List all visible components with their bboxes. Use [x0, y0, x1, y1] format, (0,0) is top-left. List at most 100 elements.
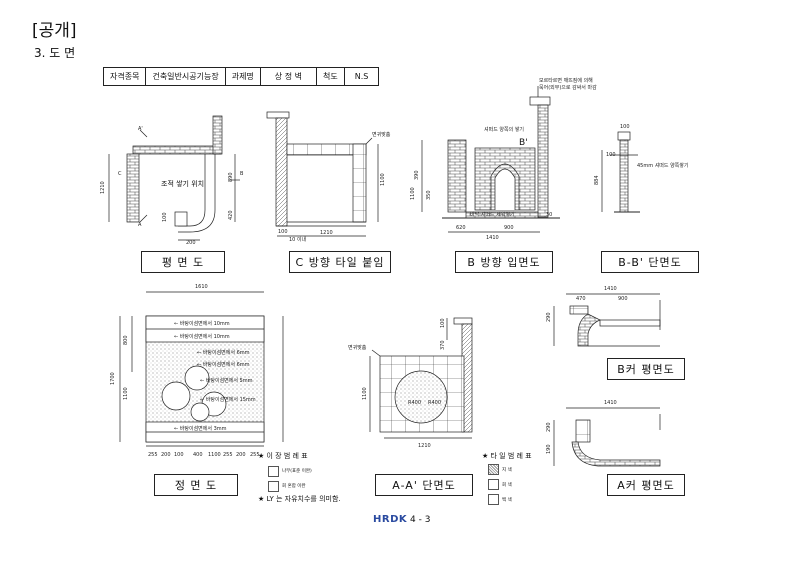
info-cell-value-2: 상 정 벽: [259, 67, 317, 86]
stone-legend-note-text: LY 는 자유치수를 의미함.: [266, 495, 341, 503]
bb-note: 45mm 셔떠드 양쪽쌓기: [637, 162, 688, 169]
tile-legend-swatch-3: [488, 494, 499, 505]
stone-legend-item-1: 나무(표준 이완): [282, 469, 312, 474]
b-elev-dim-6: 350: [426, 190, 432, 200]
page-number: 4 - 3: [410, 515, 431, 525]
c-tile-note: 면귀맞춤: [372, 131, 391, 138]
star-icon: ★: [258, 495, 265, 503]
view-title-plan: 평 면 도: [141, 251, 225, 273]
b-elev-dim-3: 390: [414, 170, 420, 180]
info-cell-value-1: 건축일반시공기능장: [145, 67, 226, 86]
front-row-note-2: ← 바탕이섬면에서 10mm: [174, 333, 230, 340]
aa-dim-3: 100: [440, 318, 446, 328]
brand-logo: HRDK: [373, 514, 408, 525]
b-elev-dim-5: 900: [504, 225, 514, 231]
front-row-note-6: ← 바탕이섬면에서 15mm: [200, 396, 256, 403]
b-plan-dim-1: 1410: [604, 286, 617, 292]
aa-dim-4: 370: [440, 340, 446, 350]
plan-section-mark-c: C: [118, 171, 122, 177]
front-row-note-3: ← 바탕이섬면에서 6mm: [197, 349, 250, 356]
front-row-note-5: ← 바탕이섬면에서 5mm: [200, 377, 253, 384]
plan-masonry-label: 조적 쌓기 위치: [161, 179, 204, 188]
a-plan-dim-1: 1410: [604, 400, 617, 406]
b-plan-view: [553, 293, 661, 347]
view-title-b-elevation: B 방향 입면도: [455, 251, 553, 273]
plan-dim-3: 420: [228, 210, 234, 220]
c-tile-dim-3: 100: [278, 229, 288, 235]
b-elev-dim-1: 620: [456, 225, 466, 231]
front-bottom-dim: 255: [250, 452, 260, 458]
page-footer: HRDK 4 - 3: [373, 514, 430, 525]
c-tile-dim-1: 1210: [320, 230, 333, 236]
view-title-front: 정 면 도: [154, 474, 238, 496]
tile-legend-swatch-2: [488, 479, 499, 490]
front-bottom-dim: 100: [174, 452, 184, 458]
front-bottom-dim: 255: [223, 452, 233, 458]
a-plan-dim-2: 290: [546, 422, 552, 432]
b-plan-dim-2: 470: [576, 296, 586, 302]
c-tile-view: [266, 111, 379, 237]
front-bottom-dim: 255: [148, 452, 158, 458]
b-elev-dim-4: 1100: [410, 187, 416, 200]
front-bottom-dim: 200: [161, 452, 171, 458]
stone-legend-swatch-2: [268, 481, 279, 492]
tile-legend-item-1: 지 색: [502, 468, 512, 473]
front-bottom-dim: 400: [193, 452, 203, 458]
a-plan-view: [553, 407, 661, 467]
bb-dim-3: 884: [594, 175, 600, 185]
bb-section-view: [601, 131, 640, 213]
front-view: [119, 291, 284, 447]
front-row-note-7: ← 바탕이섬면에서 3mm: [174, 425, 227, 432]
front-bottom-dim: 1100: [208, 452, 221, 458]
info-cell-value-3: N.S: [343, 67, 380, 86]
stone-legend-note: ★ LY 는 자유치수를 의미함.: [258, 494, 341, 504]
front-dim-top: 1610: [195, 284, 208, 290]
view-title-a-plan: A커 평면도: [607, 474, 685, 496]
info-cell-label-1: 자격종목: [102, 67, 147, 86]
b-elev-note-1: 모르타르면 깨뜨짐에 의해: [539, 77, 593, 84]
stone-legend: ★ 이 장 범 례 표: [258, 451, 308, 461]
tile-legend: ★ 타 일 범 례 표: [482, 451, 532, 461]
bb-dim-2: 100: [606, 152, 616, 158]
aa-radius-1: R400: [408, 400, 421, 406]
view-title-aa-section: A-A' 단면도: [375, 474, 473, 496]
b-elev-dim-2: 1410: [486, 235, 499, 241]
plan-dim-4: 200: [186, 240, 196, 246]
star-icon: ★: [482, 452, 489, 460]
front-bottom-dims: 255 200 100 400 1100 255 200 255: [148, 452, 260, 458]
aa-section-view: [369, 317, 473, 439]
info-table: 자격종목 건축일반시공기능장 과제명 상 정 벽 척도 N.S: [102, 67, 380, 86]
plan-view: [108, 115, 240, 241]
b-elev-note-2: 묵어(외부)으로 감싸서 마감: [539, 84, 597, 91]
plan-dim-5: 100: [162, 212, 168, 222]
tile-legend-swatch-1: [488, 464, 499, 475]
aa-dim-2: 1100: [362, 387, 368, 400]
plan-section-mark-b: B: [240, 171, 244, 177]
b-elev-note-4: 바닥 셔떠드 세워쌓기: [470, 211, 515, 218]
info-cell-label-2: 과제명: [224, 67, 261, 86]
plan-section-mark-a: A: [138, 222, 142, 228]
section-title: 3. 도 면: [34, 46, 76, 60]
view-title-b-plan: B커 평면도: [607, 358, 685, 380]
b-plan-dim-3: 900: [618, 296, 628, 302]
a-plan-dim-3: 190: [546, 444, 552, 454]
tile-legend-item-2: 회 색: [502, 483, 512, 488]
tile-legend-item-3: 백 색: [502, 498, 512, 503]
c-tile-dim-2: 1100: [380, 173, 386, 186]
plan-dim-1: 1210: [100, 181, 106, 194]
front-row-note-4: ← 바탕이섬면에서 6mm: [197, 361, 250, 368]
front-row-note-1: ← 바탕이섬면에서 10mm: [174, 320, 230, 327]
stone-legend-swatch-1: [268, 466, 279, 477]
b-elevation-view: [421, 86, 560, 233]
tile-legend-title: 타 일 범 례 표: [490, 452, 532, 460]
stone-legend-title: 이 장 범 례 표: [266, 452, 308, 460]
aa-note: 면귀맞춤: [348, 344, 367, 351]
b-elev-dim-7: 30: [546, 212, 552, 218]
plan-section-mark-a-prime: A': [138, 126, 143, 132]
front-dim-left-1: 1700: [110, 372, 116, 385]
front-dim-left-3: 800: [123, 335, 129, 345]
bb-dim-1: 100: [620, 124, 630, 130]
info-cell-label-3: 척도: [315, 67, 345, 86]
b-plan-dim-4: 290: [546, 312, 552, 322]
